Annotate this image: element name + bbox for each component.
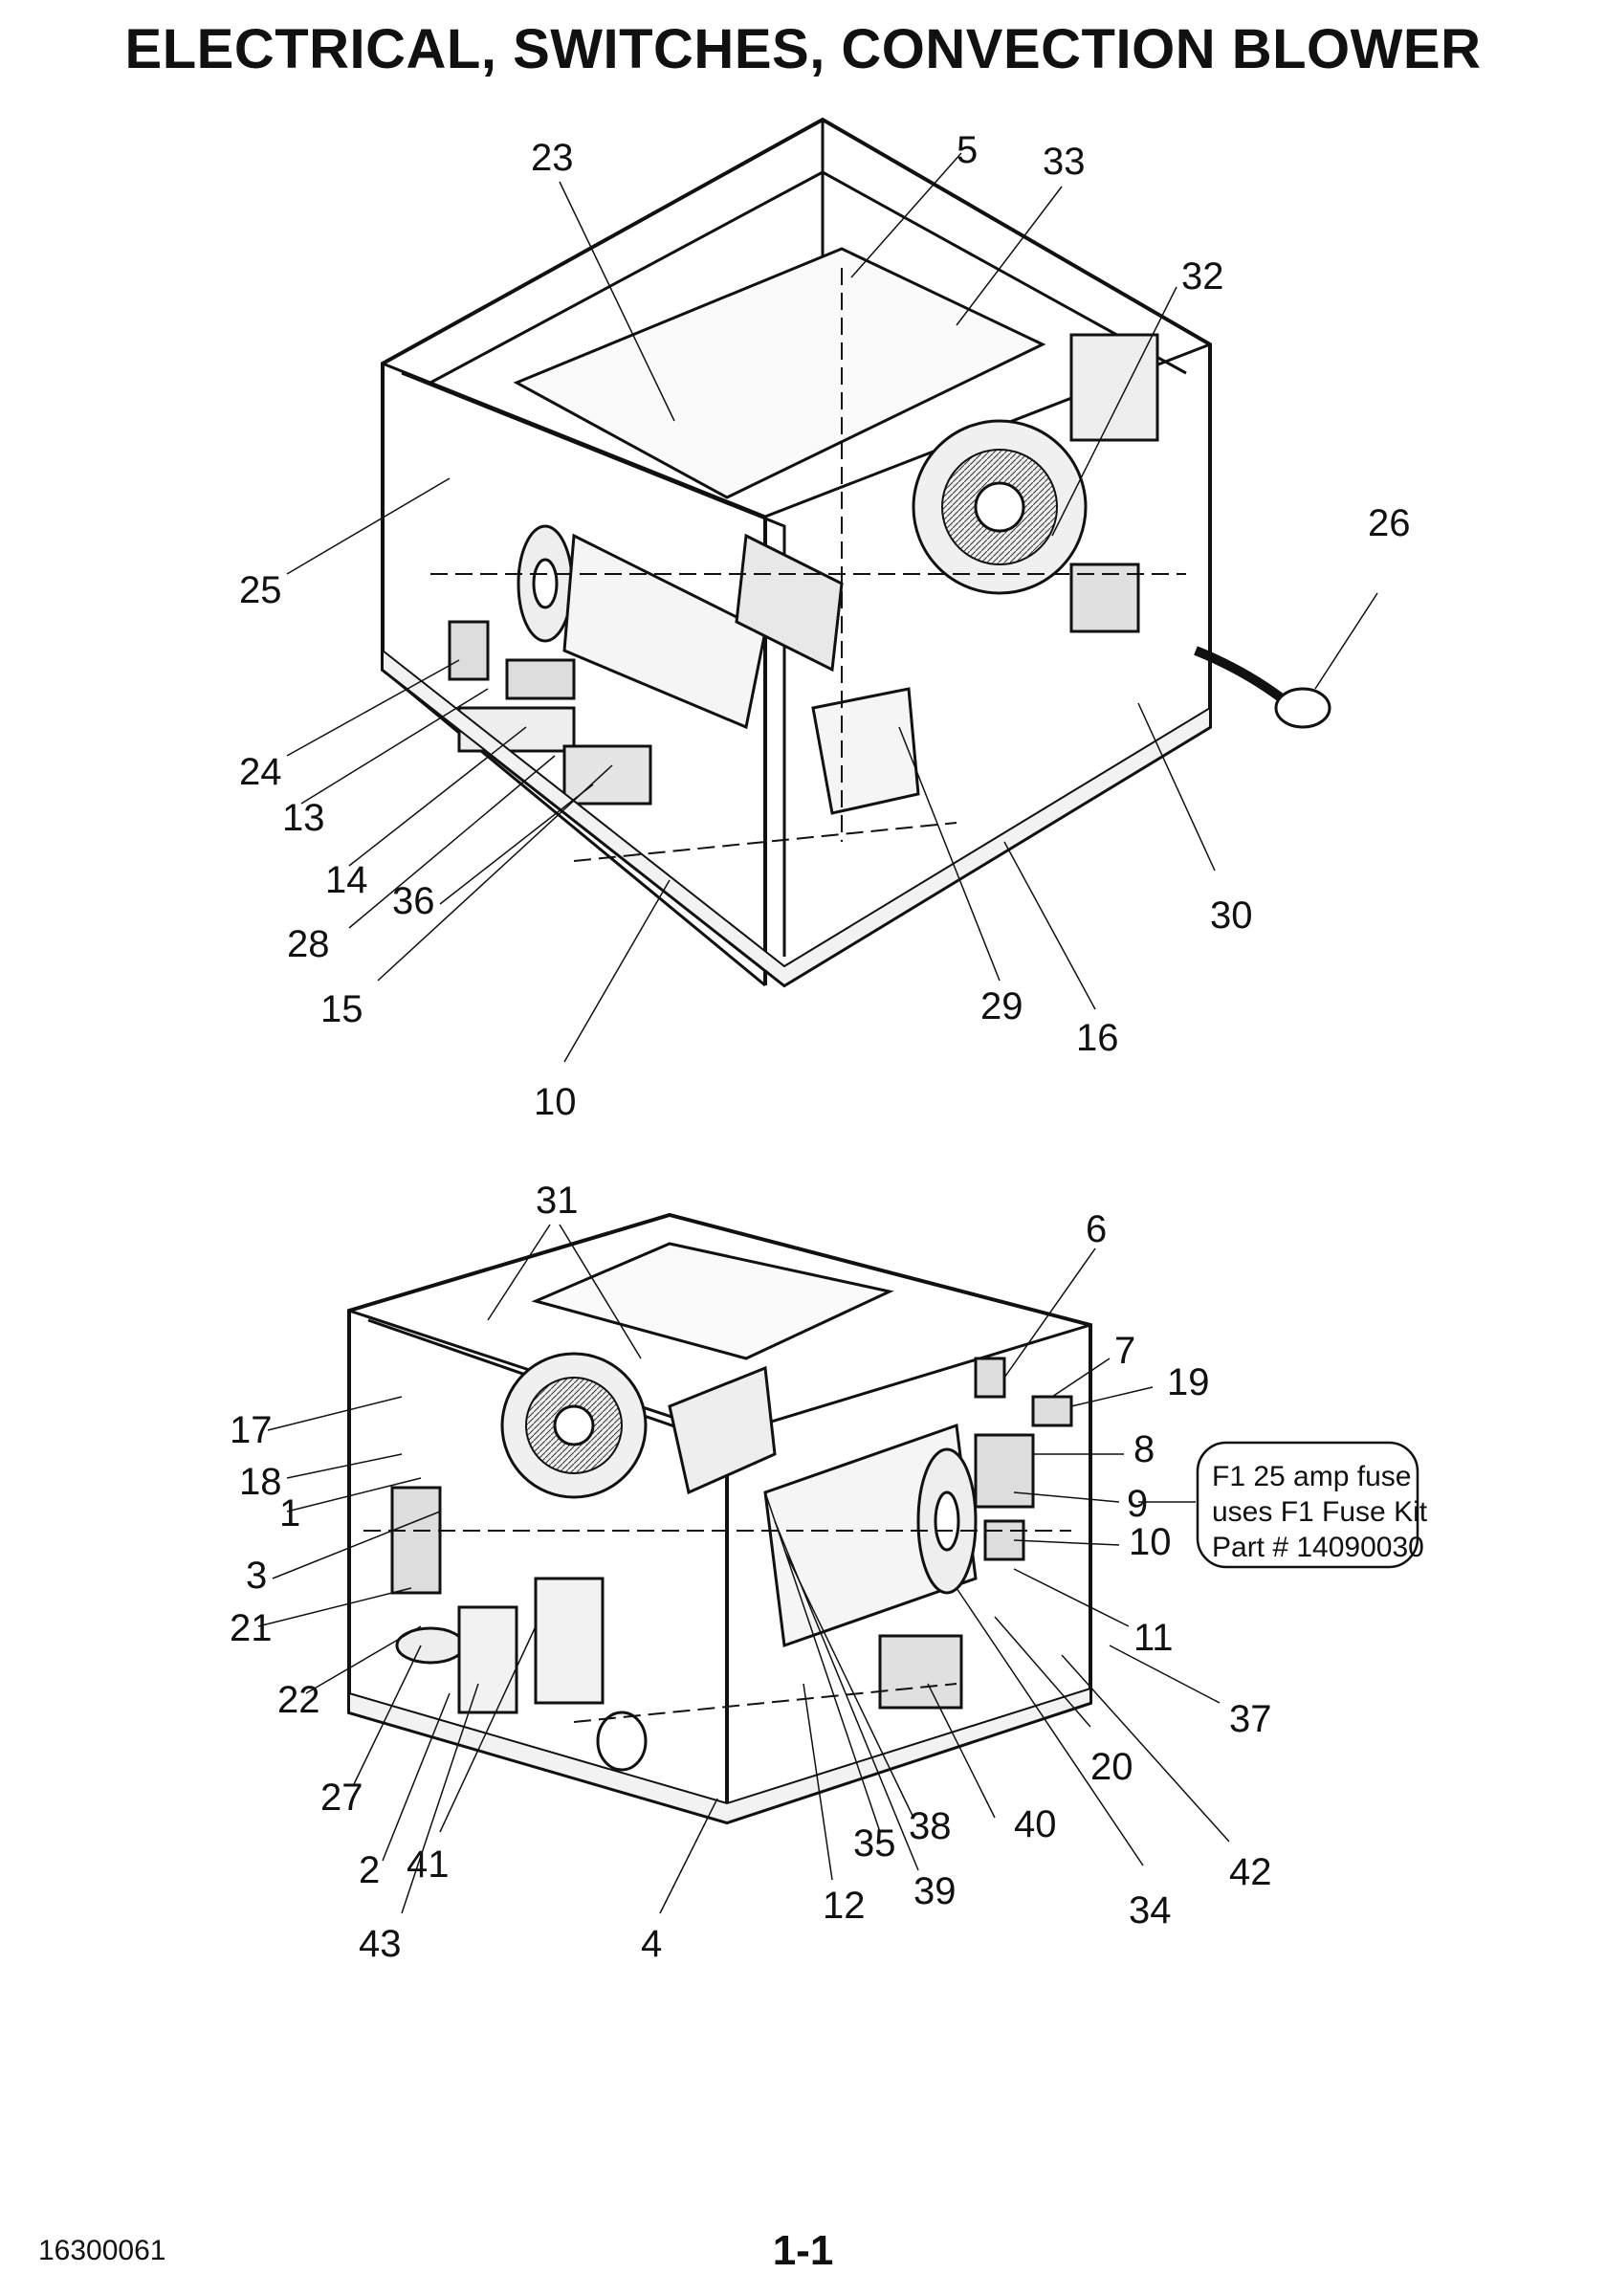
page-number: 1-1 [772,2227,834,2274]
bottom-leader-lines [257,1224,1230,1914]
callout-36: 36 [392,880,435,922]
callout-26: 26 [1368,502,1411,544]
callout-34: 34 [1129,1889,1172,1932]
fuse-note: F1 25 amp fuse uses F1 Fuse Kit Part # 1… [1196,1441,1428,1569]
note-line-3: Part # 14090030 [1212,1532,1424,1563]
note-line-1: F1 25 amp fuse [1212,1461,1411,1492]
note-line-2: uses F1 Fuse Kit [1212,1496,1428,1528]
callout-11: 11 [1133,1617,1174,1659]
callout-17: 17 [230,1409,273,1451]
callout-24: 24 [239,751,282,793]
callout-4: 4 [641,1923,662,1965]
callout-25: 25 [239,569,282,611]
callout-35: 35 [853,1822,896,1865]
callout-19: 19 [1167,1361,1210,1403]
callout-23: 23 [531,137,574,179]
callout-3: 3 [246,1555,267,1597]
callout-9: 9 [1127,1483,1148,1525]
page-title: ELECTRICAL, SWITCHES, CONVECTION BLOWER [124,18,1482,80]
callout-1: 1 [279,1492,300,1534]
callout-38: 38 [909,1805,952,1847]
callout-39: 39 [913,1870,957,1912]
document-number: 16300061 [38,2235,166,2266]
bottom-assembly-drawing [347,1212,1092,1825]
callout-6: 6 [1086,1208,1107,1250]
callout-41: 41 [407,1843,450,1886]
callout-37: 37 [1229,1698,1272,1740]
callout-12: 12 [823,1885,866,1927]
callout-10-top: 10 [534,1081,577,1123]
callout-40: 40 [1014,1803,1057,1845]
top-callouts: 23 5 33 32 26 25 24 13 14 28 36 15 10 29… [239,129,1411,1123]
callout-27: 27 [320,1777,363,1819]
callout-20: 20 [1090,1746,1133,1788]
callout-29: 29 [980,985,1023,1027]
callout-42: 42 [1229,1851,1272,1893]
callout-21: 21 [230,1607,273,1649]
callout-18: 18 [239,1461,282,1503]
callout-16: 16 [1076,1017,1119,1059]
callout-43: 43 [359,1923,402,1965]
callout-10-bottom: 10 [1129,1521,1172,1563]
callout-28: 28 [287,923,330,965]
callout-15: 15 [320,988,363,1030]
callout-5: 5 [957,129,978,171]
callout-22: 22 [277,1679,320,1721]
top-assembly-drawing [381,117,1331,988]
callout-14: 14 [325,859,368,901]
callout-33: 33 [1043,141,1086,183]
callout-8: 8 [1133,1428,1155,1470]
top-leader-lines [286,152,1378,1063]
callout-2: 2 [359,1849,380,1891]
callout-31: 31 [536,1180,579,1222]
callout-32: 32 [1181,255,1224,298]
callout-13: 13 [282,797,325,839]
callout-7: 7 [1114,1330,1135,1372]
callout-30: 30 [1210,894,1253,937]
bottom-callouts: 31 6 7 19 8 9 10 17 18 1 3 21 22 27 2 41… [230,1180,1272,1965]
